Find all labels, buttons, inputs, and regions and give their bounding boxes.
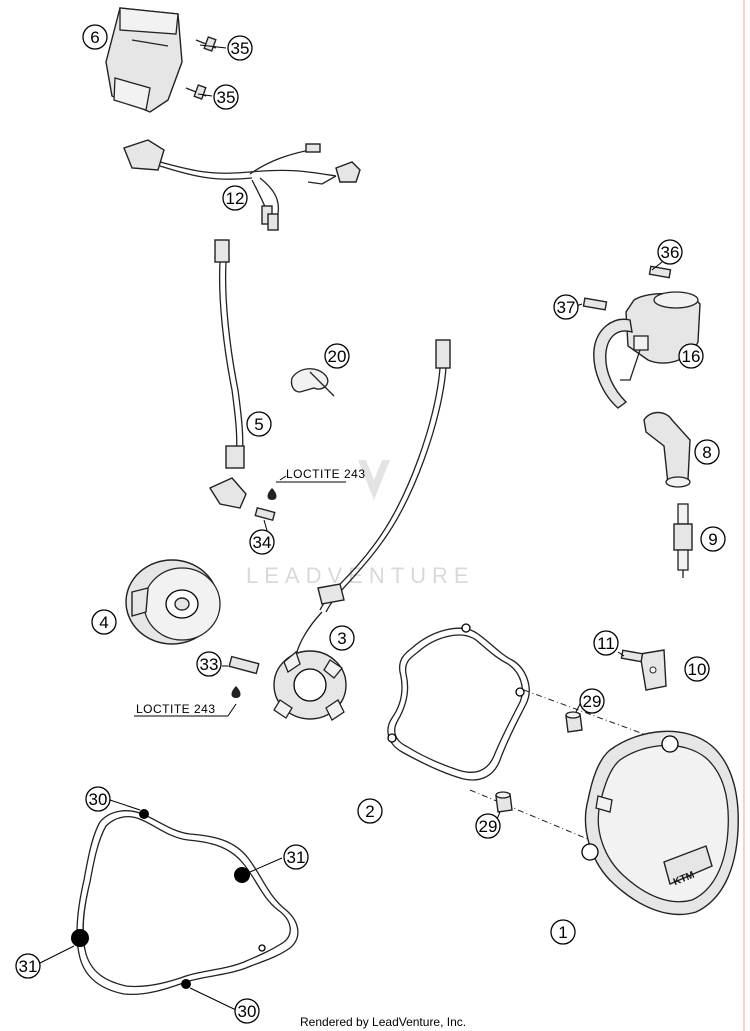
svg-text:11: 11 [597,634,615,653]
callout-8: 8 [694,439,720,465]
svg-text:3: 3 [337,629,346,648]
watermark-logo-icon [358,460,390,500]
callout-9: 9 [700,526,726,552]
part-29-dowel-lower [495,791,513,813]
alignment-line-lower [469,789,591,841]
part-30-31-gasket [71,809,299,996]
svg-text:29: 29 [479,817,498,836]
part-1-ignition-cover: KTM [581,730,739,916]
svg-text:16: 16 [682,347,701,366]
svg-text:31: 31 [19,957,38,976]
part-11-bolt [620,649,644,663]
leader-lines [29,44,663,1011]
part-16-ignition-coil [593,291,701,409]
svg-text:33: 33 [200,655,219,674]
loctite-label-lower: LOCTITE 243 [136,702,216,716]
svg-text:2: 2 [365,802,374,821]
callout-29-lower: 29 [475,813,501,839]
callout-33: 33 [196,651,222,677]
part-10-bracket [639,649,667,691]
callout-10: 10 [684,656,710,682]
svg-text:30: 30 [238,1002,257,1021]
callout-34: 34 [249,529,275,555]
callout-31-left: 31 [15,953,41,979]
part-20-cable-tie [290,368,335,397]
part-6-cdi-unit [105,7,183,113]
svg-text:12: 12 [226,189,245,208]
svg-text:9: 9 [708,530,717,549]
svg-text:20: 20 [328,347,347,366]
part-3-stator [273,339,451,721]
loctite-drop-lower [231,686,241,698]
alignment-line-upper [523,689,661,741]
svg-text:37: 37 [557,298,576,317]
callout-11: 11 [593,630,619,656]
watermark-text: LEADVENTURE [246,563,475,588]
callout-37: 37 [553,294,579,320]
svg-text:10: 10 [688,660,707,679]
part-36-bolt [648,265,672,279]
part-35-bolt-lower [185,84,207,100]
loctite-drop-upper [267,488,277,500]
callout-1: 1 [550,919,576,945]
callout-30-lower: 30 [234,998,260,1024]
loctite-label-upper: LOCTITE 243 [286,467,366,481]
svg-text:8: 8 [702,443,711,462]
svg-text:31: 31 [287,848,306,867]
callout-30-upper: 30 [85,786,111,812]
callout-12: 12 [222,185,248,211]
callout-29-upper: 29 [579,688,605,714]
part-12-wiring-harness [123,139,361,231]
callout-5: 5 [246,411,272,437]
callout-35-lower: 35 [213,84,239,110]
part-29-dowel-upper [565,711,583,733]
callout-6: 6 [82,24,108,50]
svg-text:35: 35 [217,88,236,107]
svg-text:1: 1 [558,923,567,942]
part-4-flywheel [125,559,221,645]
callout-31-right: 31 [283,844,309,870]
part-37-bolt [582,297,608,311]
part-9-spark-plug [673,503,693,578]
callout-36: 36 [657,239,683,265]
svg-text:36: 36 [661,243,680,262]
svg-text:6: 6 [90,28,99,47]
callout-20: 20 [324,343,350,369]
part-33-screw [228,655,260,675]
part-34-screw [254,506,276,522]
callout-2: 2 [357,798,383,824]
footer-credit: Rendered by LeadVenture, Inc. [300,1015,466,1029]
part-2-cover-gasket [387,623,530,781]
part-8-spark-plug-connector [643,411,691,488]
callout-35-upper: 35 [227,35,253,61]
svg-text:30: 30 [89,790,108,809]
callout-4: 4 [91,609,117,635]
svg-text:35: 35 [231,39,250,58]
svg-text:4: 4 [99,613,108,632]
svg-text:29: 29 [583,692,602,711]
callout-3: 3 [329,625,355,651]
part-35-bolt-upper [195,36,217,52]
svg-text:5: 5 [254,415,263,434]
callout-16: 16 [678,343,704,369]
watermark: LEADVENTURE [246,460,475,588]
part-5-sensor-cable [208,239,247,509]
svg-text:34: 34 [253,533,272,552]
